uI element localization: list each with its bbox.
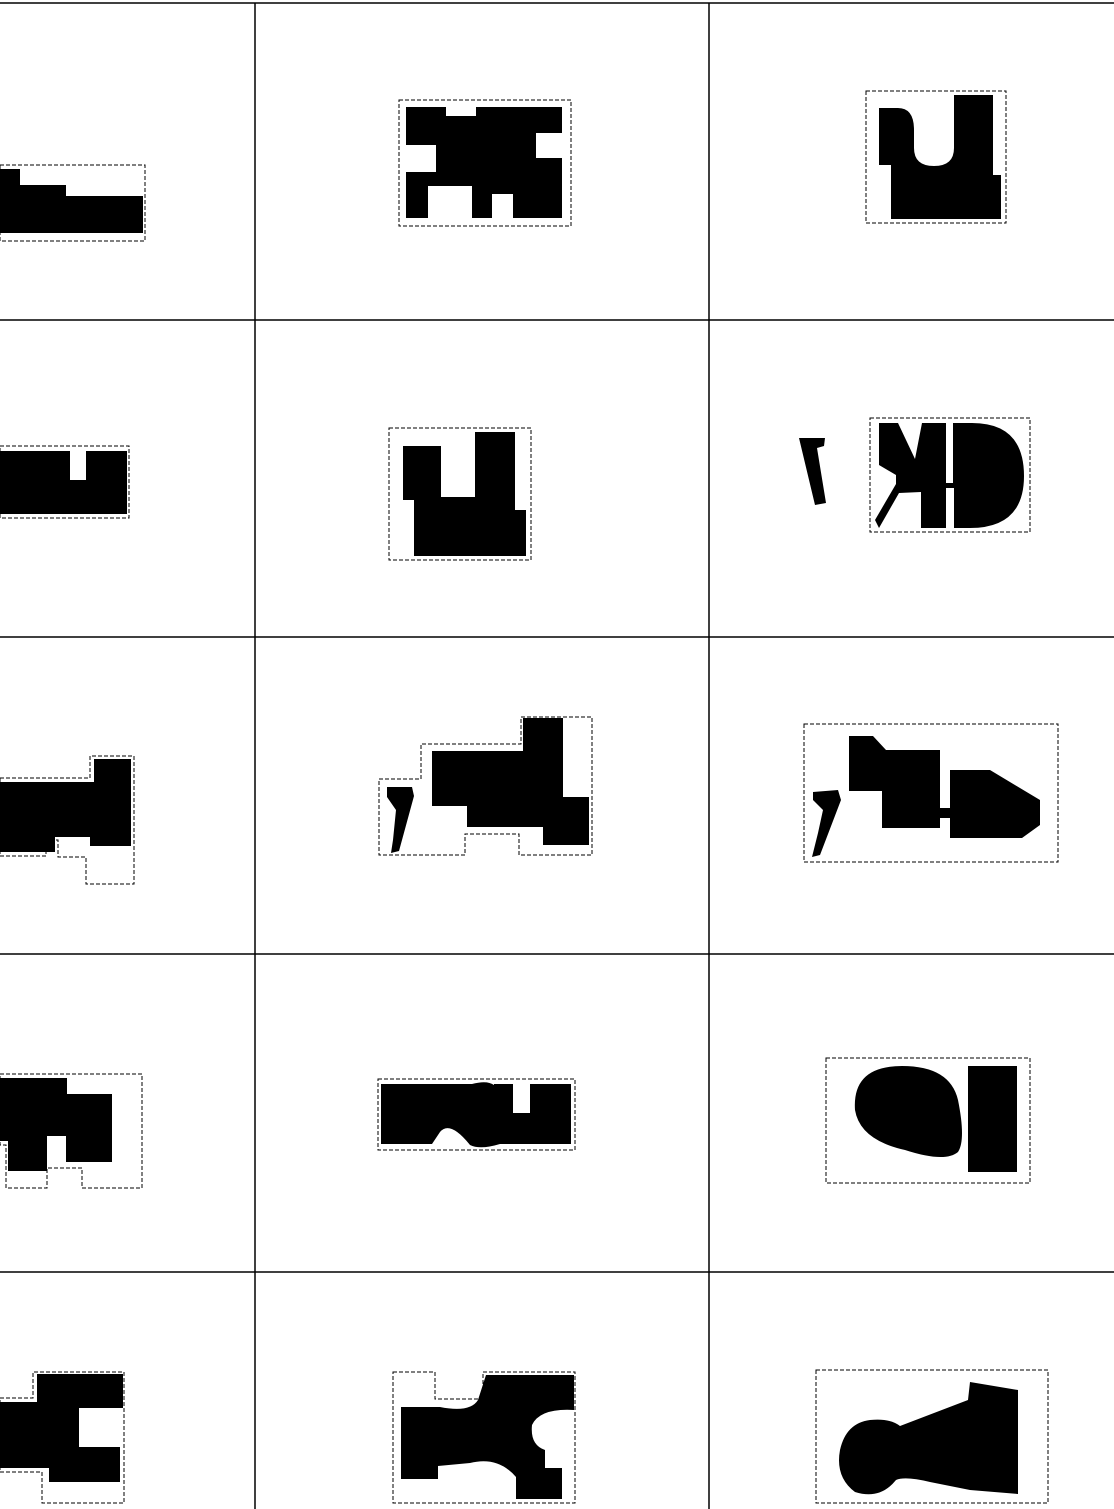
black-shape xyxy=(432,718,589,845)
black-shape xyxy=(0,1078,112,1171)
black-shape xyxy=(0,1374,123,1482)
panel-r4-c2 xyxy=(378,1079,575,1150)
panel-r1-c2 xyxy=(399,100,571,226)
black-shape xyxy=(0,451,127,514)
black-oval xyxy=(946,423,1024,528)
panel-r3-c2 xyxy=(379,717,592,855)
black-shape xyxy=(403,432,526,556)
panel-r3-c3 xyxy=(804,724,1058,862)
panel-r2-c2 xyxy=(389,428,531,560)
black-sliver xyxy=(799,438,826,505)
black-oval xyxy=(855,1066,962,1157)
black-shape xyxy=(0,759,131,852)
black-sliver xyxy=(812,790,841,857)
panel-r4-c1 xyxy=(0,1074,142,1188)
black-rect xyxy=(968,1066,1017,1172)
black-shape xyxy=(875,423,946,528)
panel-r5-c2 xyxy=(393,1372,575,1503)
panel-r1-c1 xyxy=(0,165,145,241)
black-shape xyxy=(849,736,1040,838)
panel-r5-c3 xyxy=(816,1370,1048,1503)
panel-r1-c3 xyxy=(866,91,1006,223)
black-shape xyxy=(406,107,562,218)
panel-r3-c1 xyxy=(0,756,134,884)
panel-r2-c3 xyxy=(799,418,1030,532)
black-shape xyxy=(401,1375,574,1499)
black-shape xyxy=(839,1382,1018,1494)
black-shape xyxy=(381,1082,571,1147)
black-shape xyxy=(879,95,1001,219)
panel-r5-c1 xyxy=(0,1372,124,1503)
black-sliver xyxy=(387,787,414,853)
black-shape xyxy=(0,169,143,233)
panel-r4-c3 xyxy=(826,1058,1030,1183)
panel-r2-c1 xyxy=(0,446,129,518)
